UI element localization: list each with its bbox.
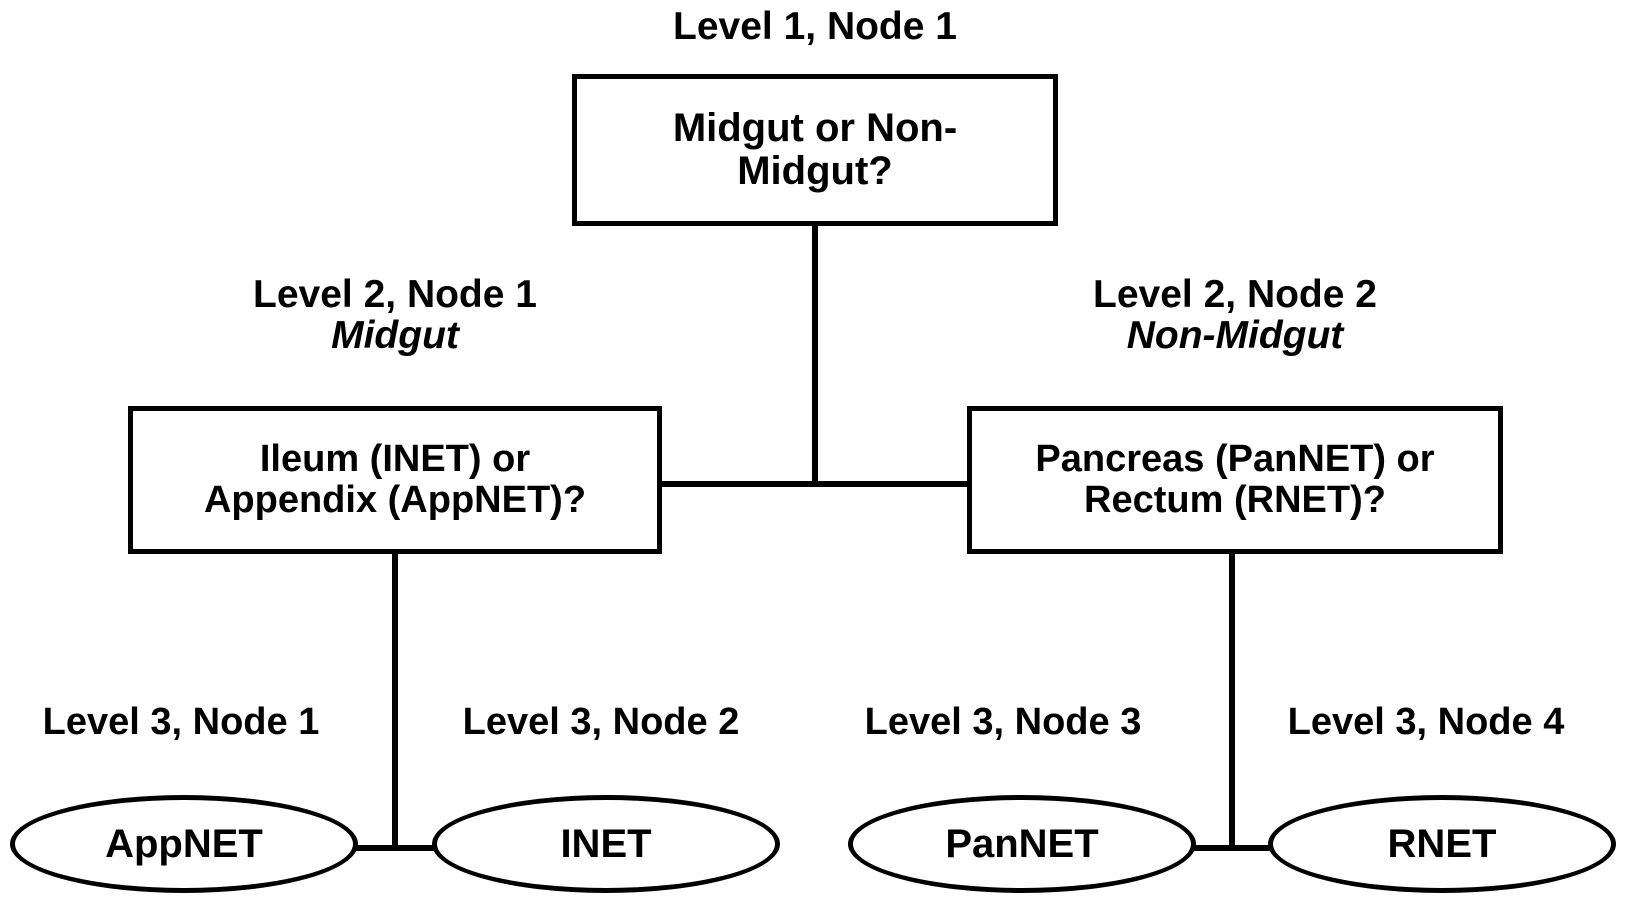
level3-node4-caption-text: Level 3, Node 4 — [1287, 701, 1565, 743]
level3-node2-label: INET — [560, 822, 652, 866]
level2-node1-box[interactable]: Ileum (INET) or Appendix (AppNET)? — [128, 406, 662, 554]
level3-node4-caption: Level 3, Node 4 — [1245, 702, 1607, 742]
level3-node2-caption-text: Level 3, Node 2 — [462, 701, 740, 743]
level3-node3-ellipse[interactable]: PanNET — [848, 795, 1196, 893]
level3-node1-label: AppNET — [105, 822, 263, 866]
level1-node1-box-line2: Midgut? — [737, 149, 893, 193]
level3-node1-caption-text: Level 3, Node 1 — [42, 701, 320, 743]
level1-node1-box-text: Midgut or Non- Midgut? — [667, 105, 963, 193]
level1-node1-caption-text: Level 1, Node 1 — [673, 5, 957, 48]
connector-level2node1-drop — [392, 549, 398, 849]
level2-node1-qualifier: Midgut — [331, 314, 459, 358]
level3-node3-label: PanNET — [945, 822, 1099, 866]
level2-node2-box-line2: Rectum (RNET)? — [1084, 479, 1386, 521]
level2-node2-caption: Level 2, Node 2 Non-Midgut — [967, 274, 1503, 357]
level3-node2-ellipse[interactable]: INET — [432, 795, 780, 893]
level1-node1-box[interactable]: Midgut or Non- Midgut? — [572, 74, 1058, 226]
level2-node2-qualifier: Non-Midgut — [1126, 314, 1344, 358]
level3-node2-caption: Level 3, Node 2 — [420, 702, 782, 742]
level2-node2-caption-text: Level 2, Node 2 — [1093, 273, 1377, 316]
connector-level1-to-level2-trunk — [812, 221, 818, 487]
level3-node3-caption: Level 3, Node 3 — [822, 702, 1184, 742]
level2-node2-box[interactable]: Pancreas (PanNET) or Rectum (RNET)? — [967, 406, 1503, 554]
level2-node1-caption-text: Level 2, Node 1 — [253, 273, 537, 316]
level3-node1-ellipse[interactable]: AppNET — [10, 795, 358, 893]
level1-node1-caption: Level 1, Node 1 — [572, 6, 1058, 47]
level3-node4-ellipse[interactable]: RNET — [1268, 795, 1616, 893]
connector-level2-horizontal-bar — [657, 481, 972, 487]
level3-node4-label: RNET — [1387, 822, 1497, 866]
level1-node1-box-line1: Midgut or Non- — [672, 105, 958, 150]
level2-node1-box-text: Ileum (INET) or Appendix (AppNET)? — [198, 437, 592, 521]
level2-node2-box-line1: Pancreas (PanNET) or — [1035, 437, 1435, 480]
connector-level3-right-bar — [1190, 845, 1274, 851]
level2-node1-box-line1: Ileum (INET) or — [259, 437, 531, 480]
connector-level2node2-drop — [1229, 549, 1235, 849]
level2-node2-box-text: Pancreas (PanNET) or Rectum (RNET)? — [1029, 437, 1440, 521]
level2-node1-caption: Level 2, Node 1 Midgut — [128, 274, 662, 357]
level2-node1-box-line2: Appendix (AppNET)? — [203, 479, 587, 521]
level3-node3-caption-text: Level 3, Node 3 — [864, 701, 1142, 743]
level3-node1-caption: Level 3, Node 1 — [0, 702, 362, 742]
connector-level3-left-bar — [353, 845, 437, 851]
